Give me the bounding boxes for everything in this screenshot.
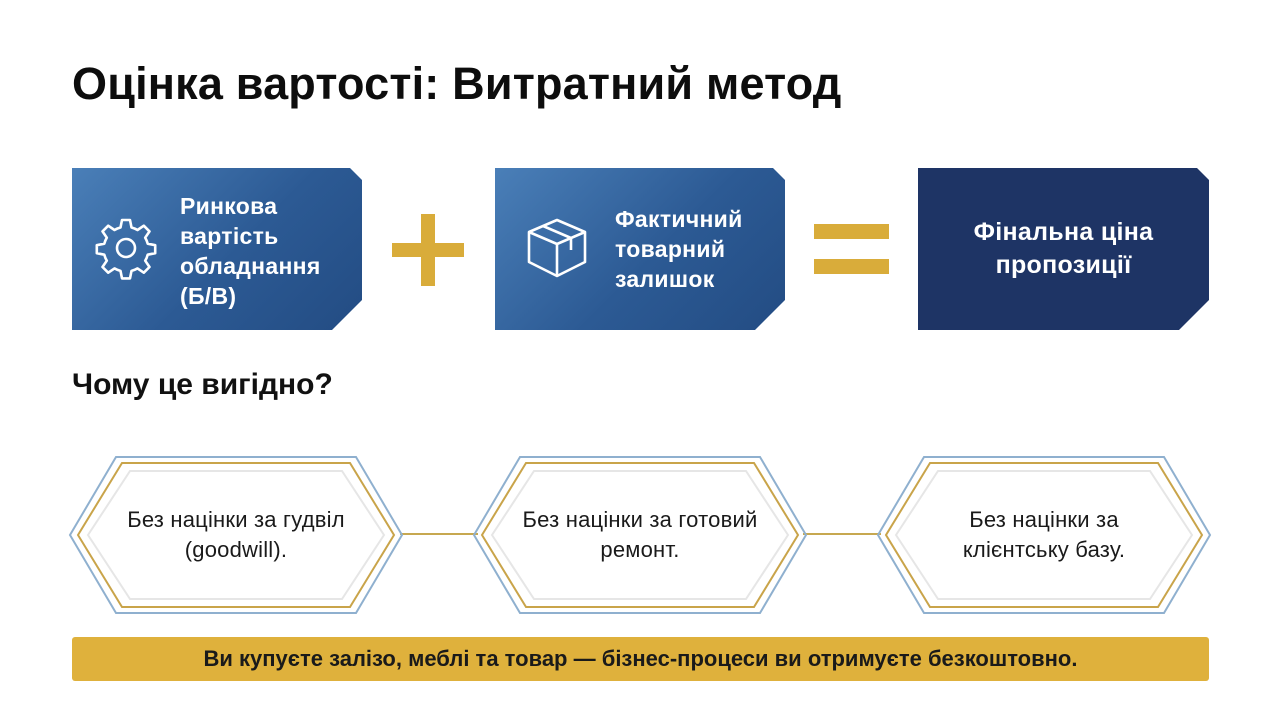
benefit-hexagon: Без націнки за гудвіл (goodwill).	[68, 455, 404, 615]
final-price-card: Фінальна ціна пропозиції	[918, 168, 1209, 330]
connector-line	[803, 533, 881, 535]
inventory-text: Фактичний товарний залишок	[615, 206, 743, 292]
hexagon-frame	[472, 456, 808, 614]
conclusion-banner: Ви купуєте залізо, меблі та товар — бізн…	[72, 637, 1209, 681]
benefit-text: Без націнки за готовий ремонт.	[522, 507, 758, 562]
hexagon-frame	[68, 456, 404, 614]
equipment-value-text: Ринкова вартість обладнання (Б/В)	[180, 193, 321, 309]
inventory-card: Фактичний товарний залишок	[495, 168, 785, 330]
page-title: Оцінка вартості: Витратний метод	[72, 58, 842, 109]
benefit-text: Без націнки за клієнтську базу.	[962, 507, 1126, 562]
plus-icon	[392, 214, 464, 286]
benefit-hexagon: Без націнки за готовий ремонт.	[472, 455, 808, 615]
benefit-hexagon: Без націнки за клієнтську базу.	[876, 455, 1212, 615]
final-price-text: Фінальна ціна пропозиції	[973, 218, 1154, 279]
connector-line	[400, 533, 478, 535]
section-subtitle: Чому це вигідно?	[72, 368, 333, 401]
box-icon	[525, 216, 589, 280]
equals-icon	[814, 224, 889, 274]
hexagon-frame	[876, 456, 1212, 614]
benefit-text: Без націнки за гудвіл (goodwill).	[127, 507, 345, 562]
gear-icon	[94, 216, 158, 280]
equipment-value-card: Ринкова вартість обладнання (Б/В)	[72, 168, 362, 330]
